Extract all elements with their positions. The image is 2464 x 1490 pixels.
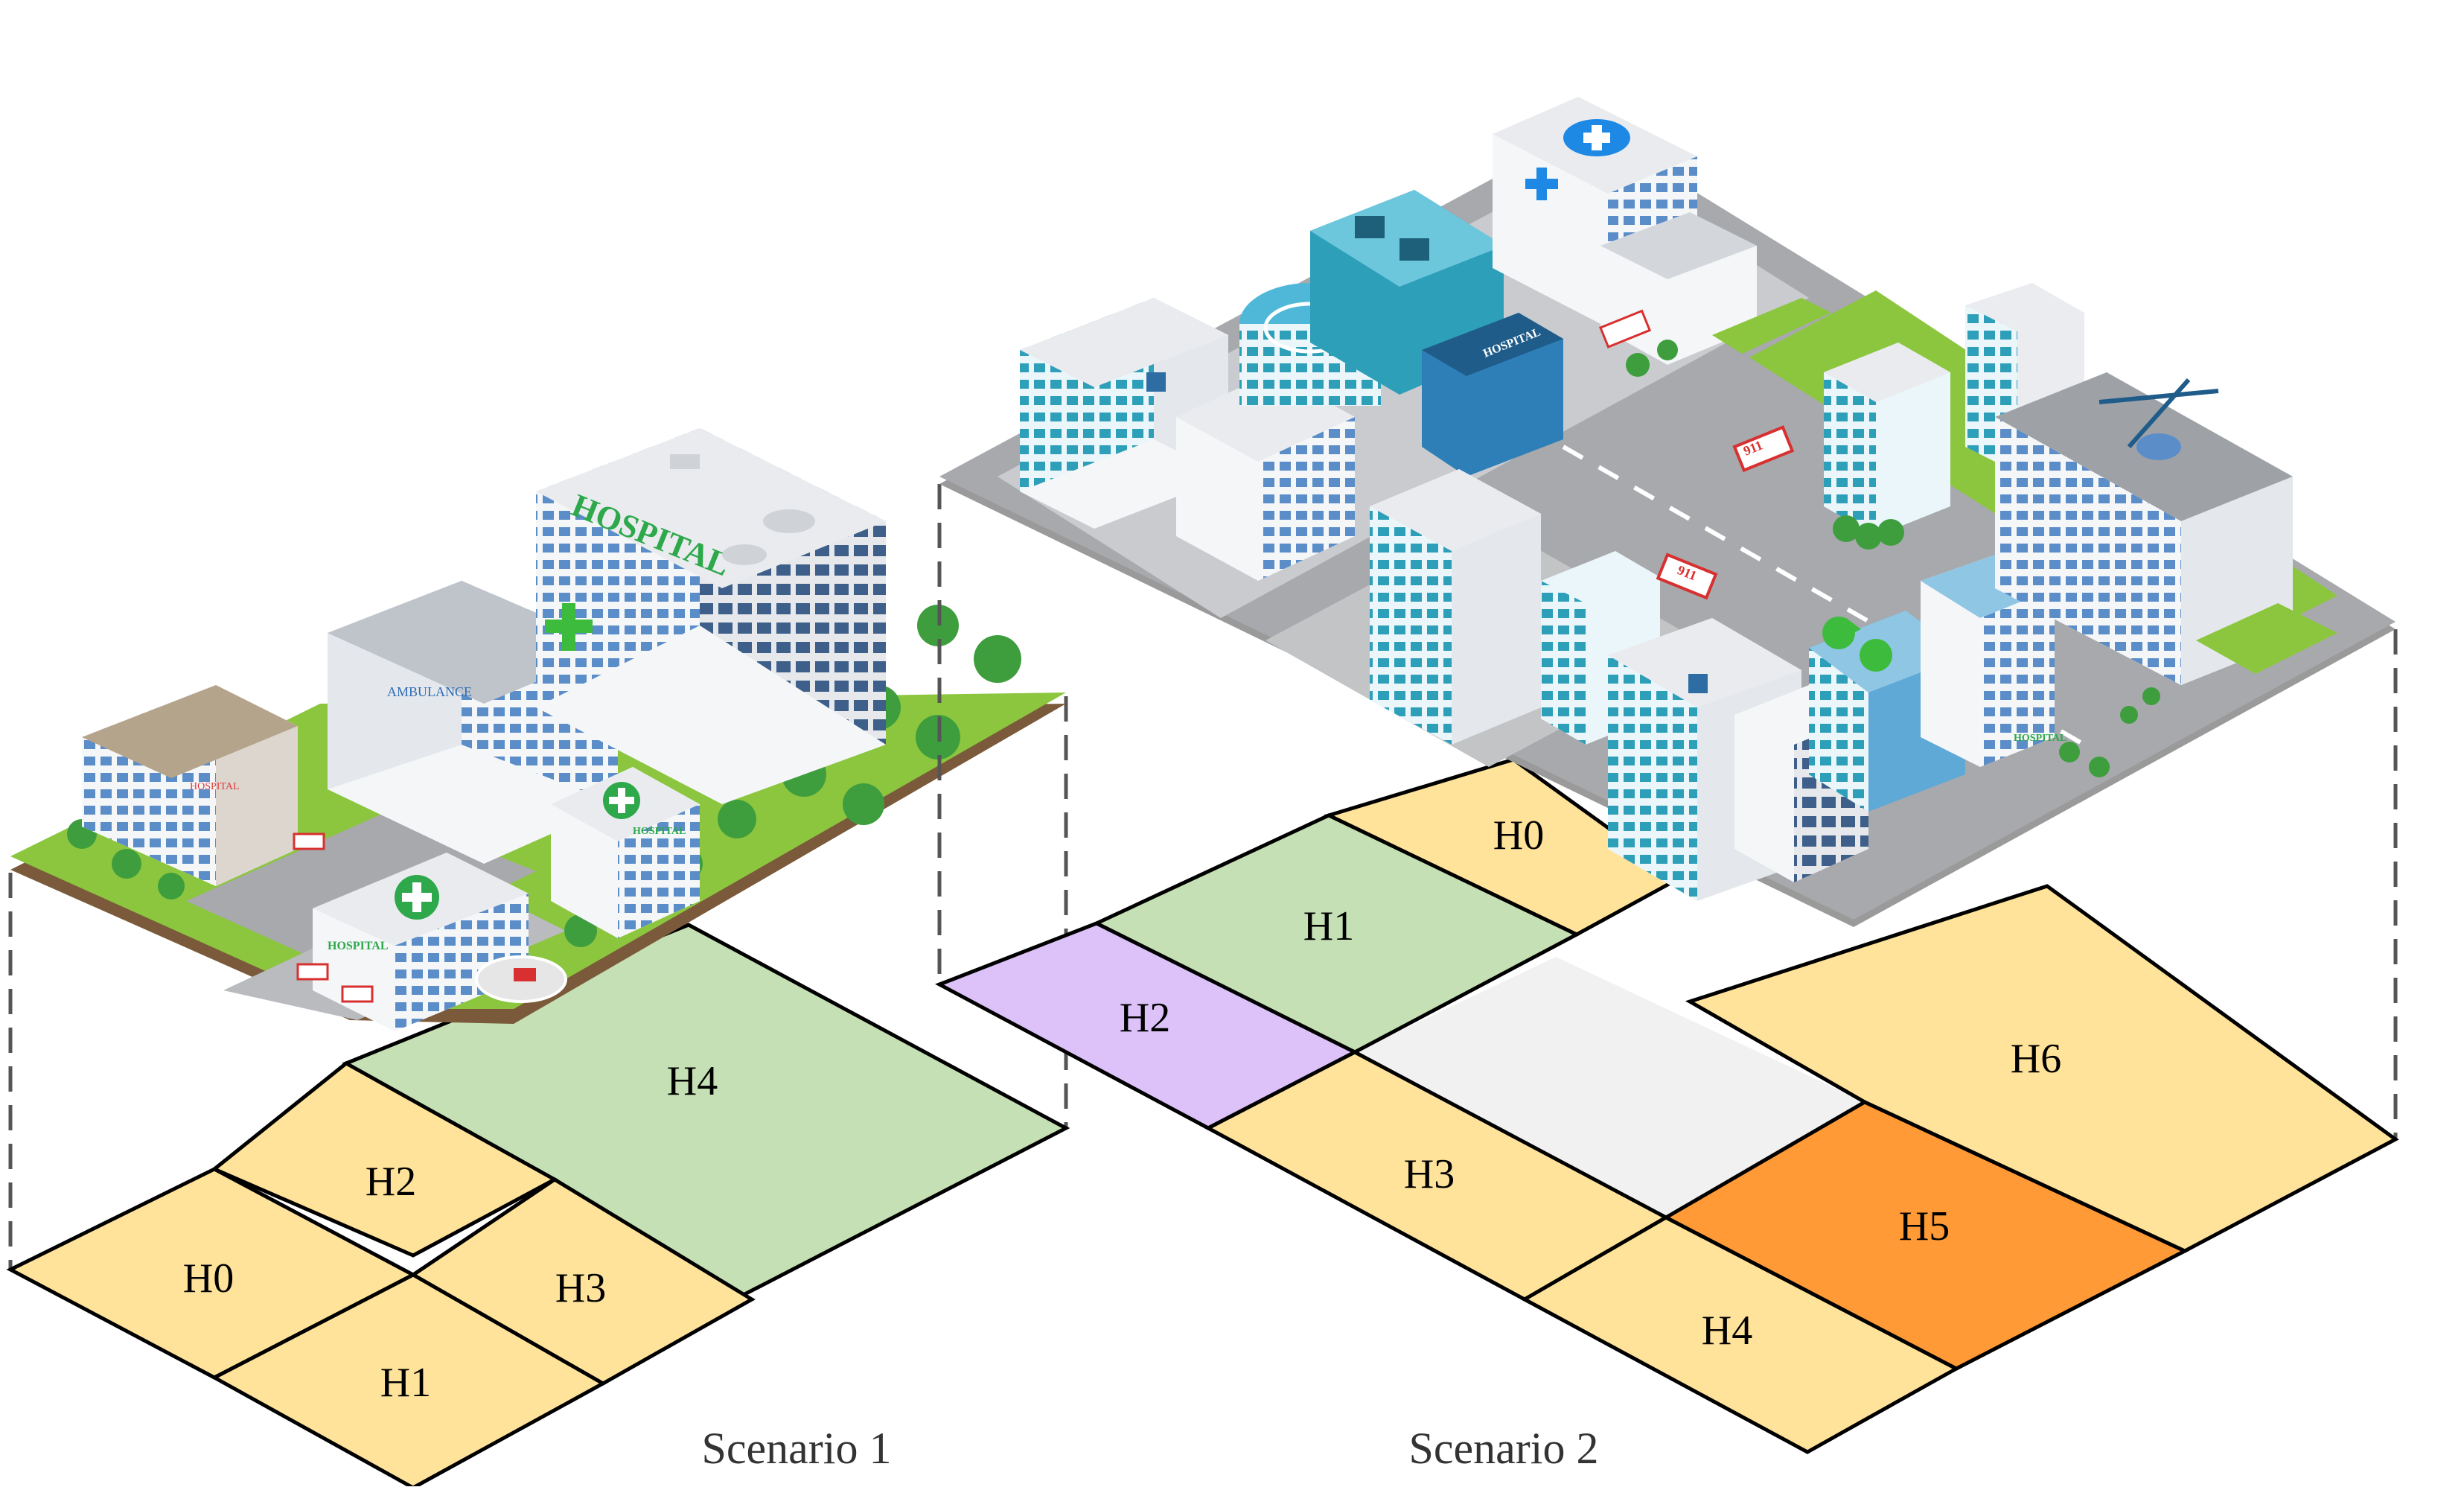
cross-icon	[402, 882, 432, 912]
clinic-sign: HOSPITAL	[190, 781, 240, 792]
zone-label: H1	[380, 1360, 431, 1406]
cross-icon	[1583, 125, 1610, 150]
scenario-caption: Scenario 2	[1409, 1424, 1599, 1473]
right-hospital-sign: HOSPITAL	[2014, 733, 2066, 744]
hospital-block-illustration: HOSPITAL AMBULANCE HOSPITAL	[10, 428, 1066, 1031]
zone-label: H2	[366, 1159, 416, 1205]
zone-label: H5	[1899, 1203, 1950, 1249]
zone-h6	[1685, 884, 2399, 1253]
zone-label: H0	[183, 1255, 234, 1302]
zone-label: H1	[1303, 903, 1354, 949]
tree-row	[1626, 340, 2160, 777]
green-cross-icon	[545, 603, 593, 651]
zone-label: H4	[1702, 1308, 1752, 1354]
city-block-illustration: HOSPITAL	[939, 97, 2396, 927]
zone-h1	[210, 1273, 607, 1490]
zone-void	[1355, 957, 1865, 1217]
cross-icon	[1525, 168, 1558, 200]
clinic-hospital-sign: HOSPITAL	[633, 826, 686, 837]
zone-label: H3	[555, 1265, 606, 1311]
scenario-2: H0 H1 H2 H3 H4 H5 H6	[935, 97, 2399, 1473]
scenario-caption: Scenario 1	[702, 1424, 892, 1473]
zone-label: H3	[1404, 1151, 1455, 1197]
zone-label: H2	[1120, 995, 1170, 1041]
zone-label: H6	[2011, 1036, 2061, 1082]
cross-icon	[609, 788, 634, 813]
zone-label: H0	[1493, 812, 1544, 859]
scenario-1: H4 H2 H0 H3 H1	[6, 428, 1070, 1490]
ambulance-sign: AMBULANCE	[387, 684, 472, 699]
small-hospital-sign: HOSPITAL	[328, 940, 389, 952]
zone-label: H4	[667, 1058, 718, 1104]
